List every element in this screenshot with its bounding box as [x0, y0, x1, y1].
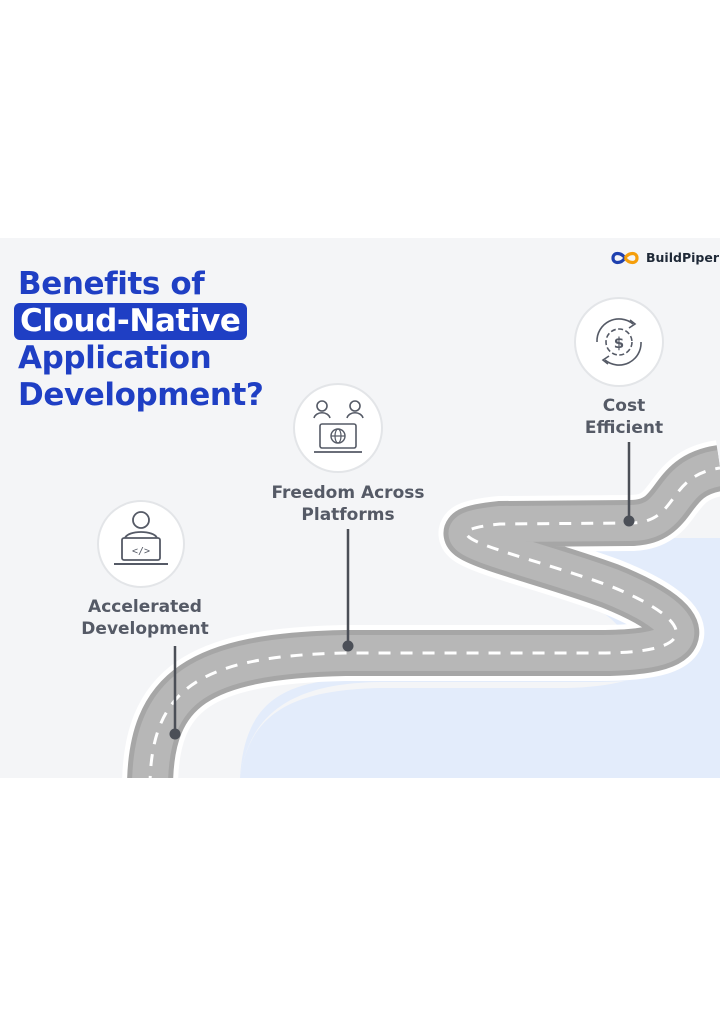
title-line-1: Benefits of: [18, 266, 205, 302]
brand-logo: BuildPiper: [610, 250, 719, 265]
road-scene: </> $: [97, 297, 720, 778]
title-line-4: Development?: [18, 377, 264, 413]
svg-text:</>: </>: [132, 546, 150, 557]
page-title: Benefits of Cloud-Native Application Dev…: [14, 266, 264, 414]
svg-text:$: $: [614, 334, 624, 352]
title-highlight: Cloud-Native: [14, 303, 247, 340]
pin-dot-cost: [623, 515, 635, 527]
milestone-label-accelerated: Accelerated Development: [81, 597, 209, 639]
infinity-logo-icon: [611, 251, 639, 264]
dollar-gear-cycle-icon: $: [574, 297, 664, 387]
road-center-line: [148, 466, 720, 778]
milestone-label-freedom: Freedom Across Platforms: [271, 483, 425, 525]
developer-laptop-code-icon: </>: [97, 500, 185, 588]
title-line-3: Application: [18, 340, 212, 376]
milestone-label-cost: Cost Efficient: [584, 396, 664, 438]
people-global-screen-icon: [293, 383, 383, 473]
brand-name: BuildPiper: [646, 250, 719, 265]
pin-dot-accelerated: [169, 728, 181, 740]
pin-dot-freedom: [342, 640, 354, 652]
infographic-card: </> $ Benefits of Cloud-Native Appli: [0, 238, 720, 778]
